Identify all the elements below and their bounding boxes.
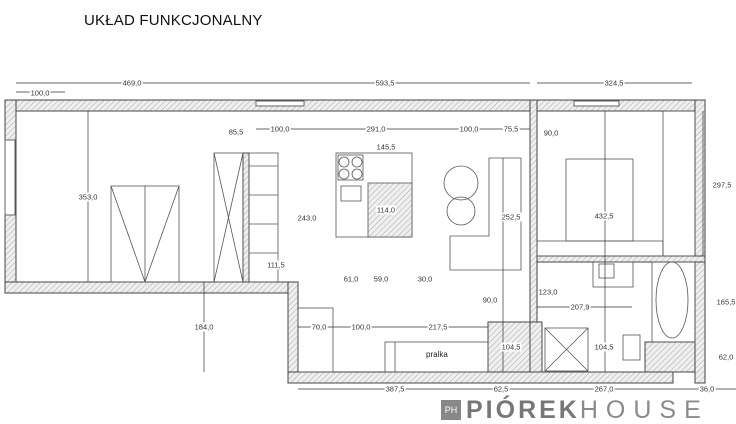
dim-gap-right: 75,5 [502, 124, 520, 134]
house-logo-icon: PH [441, 400, 461, 420]
dim-col-104b: 104,5 [593, 342, 615, 352]
dim-pass-90: 90,0 [481, 295, 499, 305]
furniture [110, 110, 696, 373]
logo-bold-text: PIÓREK [466, 396, 580, 424]
dim-k59: 59,0 [372, 274, 390, 284]
dim-sofa: 252,5 [500, 212, 522, 222]
dim-hall-217: 217,5 [427, 322, 449, 332]
dim-bed-top: 90,0 [542, 128, 560, 138]
dim-k30: 30,0 [416, 274, 434, 284]
dim-island: 114,0 [375, 205, 397, 215]
dim-window-mid1: 100,0 [269, 124, 291, 134]
dim-top-right-total: 324,5 [603, 78, 625, 88]
dim-hall-70: 70,0 [310, 322, 328, 332]
dim-tv-clear: 111,5 [266, 260, 286, 270]
piorek-house-logo: PH PIÓREK HOUSE [441, 396, 709, 424]
dim-bedroom-right: 297,5 [711, 180, 733, 190]
dim-bath-165: 165,5 [715, 297, 736, 307]
dim-bottom-36: 36,0 [698, 384, 716, 394]
logo-light-text: HOUSE [579, 396, 709, 424]
dim-bottom-387: 387,5 [384, 384, 406, 394]
dim-window-left: 100,0 [29, 88, 51, 98]
washer-label: pralka [426, 350, 448, 359]
dim-top-left-total: 469,0 [121, 78, 143, 88]
dim-bath-123: 123,0 [537, 287, 559, 297]
dim-top-mid-total: 593,5 [374, 78, 396, 88]
windows [4, 100, 620, 216]
page-title: UKŁAD FUNKCJONALNY [84, 12, 263, 29]
walls [4, 99, 706, 384]
dim-k61: 61,0 [342, 274, 360, 284]
dim-wardrobe-gap: 85,5 [227, 127, 245, 137]
dim-window-mid2: 100,0 [458, 124, 480, 134]
dim-bath-207: 207,9 [569, 302, 591, 312]
dim-bottom-62: 62,5 [492, 384, 510, 394]
dim-tv-to-kitchen: 243,0 [296, 213, 318, 223]
dim-hall-184: 184,0 [193, 322, 215, 332]
dim-kitchen-depth: 145,5 [375, 142, 397, 152]
dim-hall-100: 100,0 [350, 322, 372, 332]
dim-col-104a: 104,5 [500, 342, 522, 352]
dim-gap-mid: 291,0 [365, 124, 387, 134]
dim-bedroom-height: 432,5 [593, 211, 615, 221]
dim-bottom-267: 267,0 [593, 384, 615, 394]
dim-living-height: 353,0 [77, 192, 99, 202]
dim-bath-62: 62,0 [717, 352, 735, 362]
